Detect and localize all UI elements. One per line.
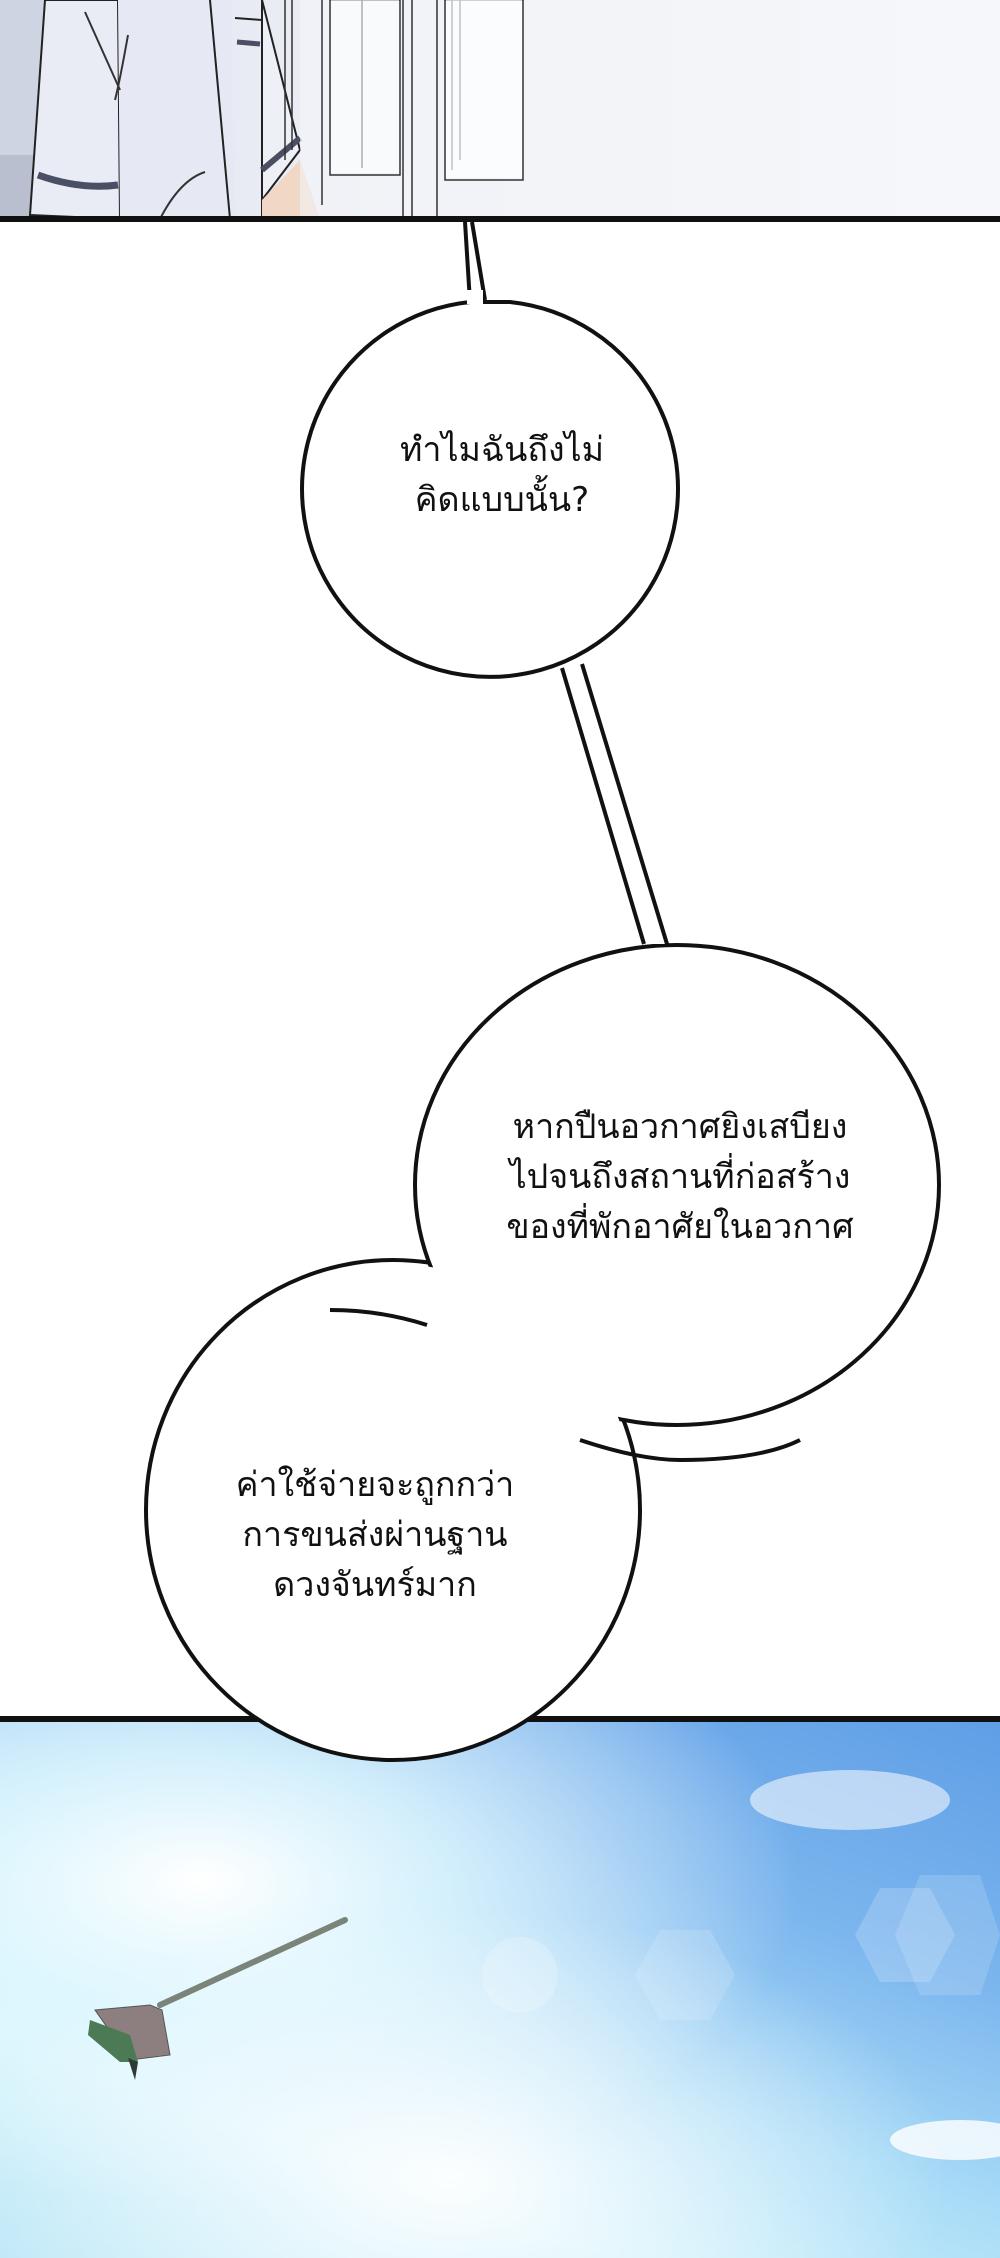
sky-panel-art [0,1720,1000,2258]
bubble-1-line-1: ทำไมฉันถึงไม่ [399,430,605,470]
sky-illustration [0,1720,1000,2258]
bubble-3-line-3: ดวงจันทร์มาก [273,1565,477,1605]
bubble-2-line-3: ของที่พักอาศัยในอวกาศ [506,1207,854,1247]
bubble-1-line-2: คิดแบบนั้น? [414,480,590,520]
broom-illustration [88,1917,348,2080]
speech-bubble-1: ทำไมฉันถึงไม่ คิดแบบนั้น? [322,425,682,525]
bubble-2-line-2: ไปจนถึงสถานที่ก่อสร้าง [509,1157,851,1197]
bubble-2-line-1: หากปืนอวกาศยิงเสบียง [512,1107,848,1147]
panel-border-top [0,216,1000,222]
speech-bubble-3: ค่าใช้จ่ายจะถูกกว่า การขนส่งผ่านฐาน ดวงจ… [155,1460,595,1610]
bubble-3-line-2: การขนส่งผ่านฐาน [242,1515,508,1555]
uniform-illustration [0,0,1000,219]
speech-bubble-2: หากปืนอวกาศยิงเสบียง ไปจนถึงสถานที่ก่อสร… [420,1102,940,1252]
bubble-3-line-1: ค่าใช้จ่ายจะถูกกว่า [235,1465,515,1505]
top-panel-art [0,0,1000,219]
